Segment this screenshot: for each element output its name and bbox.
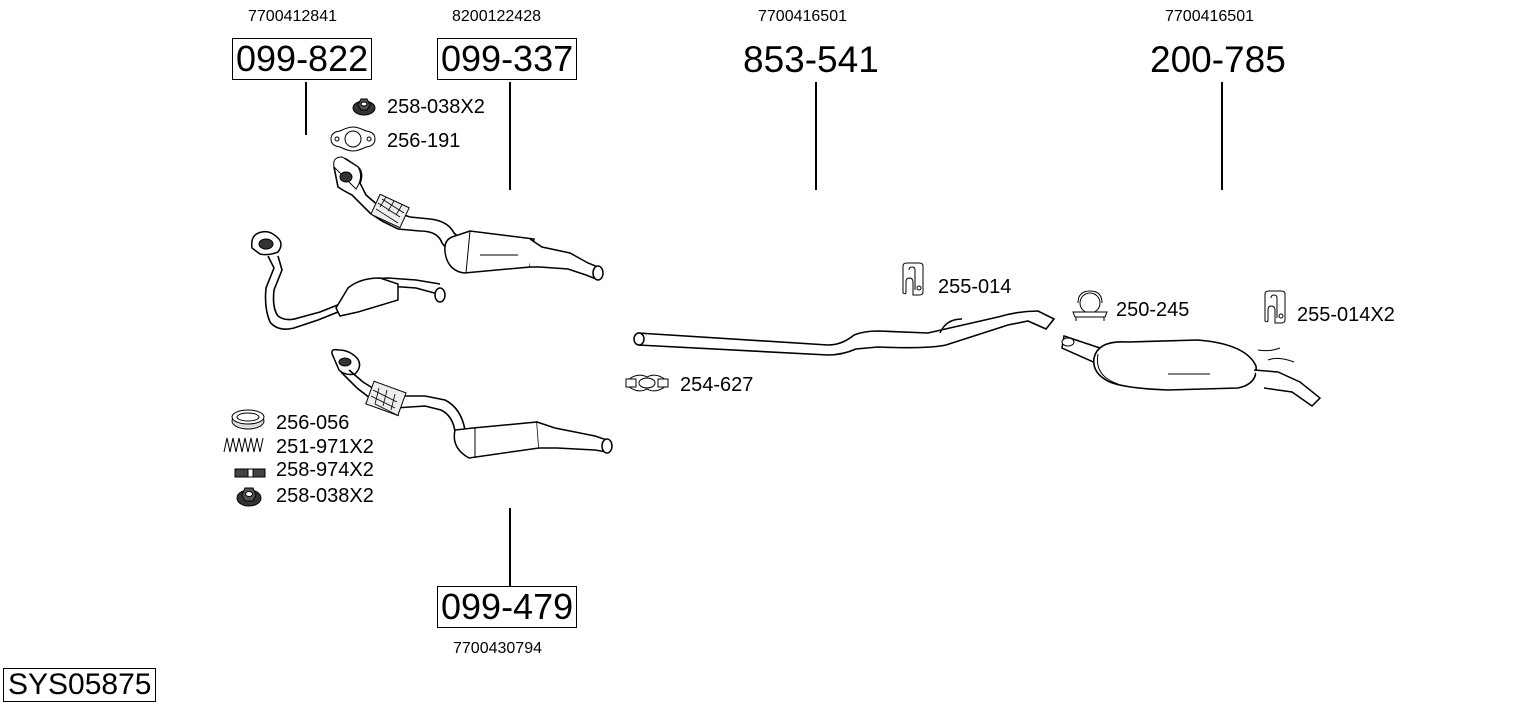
- part-number-099-822[interactable]: 099-822: [232, 38, 373, 80]
- leader-line-099-822: [305, 82, 307, 135]
- oe-number-853-541: 7700416501: [758, 8, 847, 25]
- spring-icon: [222, 436, 266, 454]
- leader-line-200-785: [1221, 82, 1223, 190]
- accessory-label-255-014[interactable]: 255-014: [938, 276, 1012, 298]
- rubber-hanger-icon: [1262, 290, 1288, 324]
- accessory-label-254-627[interactable]: 254-627: [680, 374, 754, 396]
- leader-line-099-479: [509, 508, 511, 586]
- front-pipe-catalyst-drawing-099-479[interactable]: [325, 348, 615, 468]
- accessory-label-258-038x2-top[interactable]: 258-038X2: [387, 96, 485, 118]
- front-pipe-catalyst-drawing-099-822[interactable]: [248, 228, 453, 338]
- rear-muffler-drawing-200-785[interactable]: [1058, 330, 1328, 410]
- flange-gasket-icon: [328, 126, 378, 152]
- accessory-label-258-038x2-bottom[interactable]: 258-038X2: [276, 485, 374, 507]
- accessory-label-258-974x2[interactable]: 258-974X2: [276, 459, 374, 481]
- part-number-099-479[interactable]: 099-479: [437, 586, 578, 628]
- stud-bolt-icon: [234, 468, 266, 478]
- accessory-label-256-056[interactable]: 256-056: [276, 412, 350, 434]
- part-number-200-785[interactable]: 200-785: [1150, 39, 1286, 80]
- part-number-099-337[interactable]: 099-337: [437, 38, 578, 80]
- system-id-label: SYS05875: [3, 668, 157, 702]
- sealing-ring-icon: [230, 408, 266, 430]
- flange-nut-icon: [236, 485, 262, 507]
- accessory-label-255-014x2[interactable]: 255-014X2: [1297, 304, 1395, 326]
- accessory-label-250-245[interactable]: 250-245: [1116, 299, 1190, 321]
- oe-number-099-822: 7700412841: [248, 8, 337, 25]
- front-pipe-catalyst-drawing-099-337[interactable]: [330, 155, 615, 285]
- leader-line-853-541: [815, 82, 817, 190]
- oe-number-200-785: 7700416501: [1165, 8, 1254, 25]
- accessory-label-256-191[interactable]: 256-191: [387, 130, 461, 152]
- u-bolt-clamp-icon: [1072, 290, 1108, 322]
- flange-nut-icon: [352, 96, 376, 116]
- part-number-853-541[interactable]: 853-541: [743, 39, 879, 80]
- rubber-hanger-icon: [900, 262, 926, 296]
- oe-number-099-337: 8200122428: [452, 8, 541, 25]
- leader-line-099-337: [509, 82, 511, 190]
- pipe-clamp-icon: [624, 372, 670, 394]
- oe-number-099-479: 7700430794: [453, 640, 542, 657]
- middle-pipe-drawing-853-541[interactable]: [628, 305, 1058, 355]
- accessory-label-251-971x2[interactable]: 251-971X2: [276, 436, 374, 458]
